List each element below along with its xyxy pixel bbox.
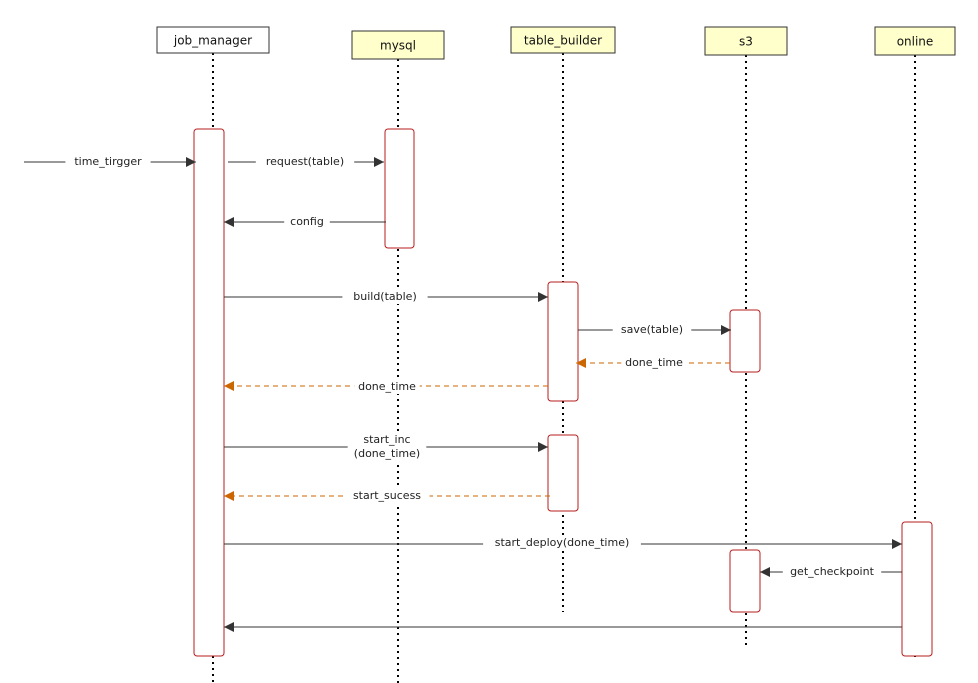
- message-label: done_time: [358, 380, 416, 393]
- participant-label: job_manager: [173, 34, 252, 48]
- message-arrow: config: [224, 215, 386, 229]
- activation-box: [384, 128, 415, 249]
- message-label-background: [354, 380, 420, 394]
- message-label: get_checkpoint: [790, 565, 875, 578]
- message-label-line: start_inc: [363, 433, 410, 446]
- message-label: request(table): [266, 155, 344, 168]
- message-label: config: [290, 215, 324, 228]
- message-label-background: [347, 433, 427, 461]
- participant-mysql: mysql: [351, 30, 445, 60]
- participant-box: [156, 26, 270, 54]
- participant-table-builder: table_builder: [510, 26, 616, 54]
- participant-box: [874, 26, 956, 56]
- message-label: done_time: [625, 356, 683, 369]
- message-label-background: [782, 565, 882, 579]
- message-arrow: done_time: [224, 380, 548, 394]
- activation-box: [547, 434, 579, 512]
- activation-box: [729, 309, 761, 373]
- participant-box: [351, 30, 445, 60]
- message-label-background: [342, 290, 428, 304]
- message-arrow: get_checkpoint: [760, 565, 902, 579]
- message-label: start_deploy(done_time): [495, 536, 630, 549]
- message-arrow: done_time: [576, 356, 730, 370]
- message-label: start_sucess: [353, 489, 421, 502]
- message-label: build(table): [353, 290, 417, 303]
- participant-label: s3: [739, 35, 753, 49]
- message-arrow: start_deploy(done_time): [224, 536, 902, 550]
- participant-job-manager: job_manager: [156, 26, 270, 54]
- participant-s3: s3: [704, 26, 788, 56]
- message-label-background: [344, 489, 430, 503]
- message-label-background: [284, 215, 330, 229]
- message-arrow: start_inc(done_time): [224, 433, 548, 461]
- participant-online: online: [874, 26, 956, 56]
- participant-label: table_builder: [524, 34, 602, 48]
- message-label-background: [612, 323, 692, 337]
- message-arrow: time_tirgger: [24, 155, 196, 169]
- activation-box: [729, 549, 761, 613]
- participant-box: [510, 26, 616, 54]
- participant-label: online: [897, 35, 934, 49]
- message-label: start_inc(done_time): [354, 433, 420, 460]
- message-label-background: [621, 356, 687, 370]
- message-label: time_tirgger: [74, 155, 142, 168]
- message-arrow: start_sucess: [224, 489, 550, 503]
- activation-box: [547, 281, 579, 402]
- message-arrow: request(table): [228, 155, 384, 169]
- participant-label: mysql: [380, 39, 416, 53]
- message-label-background: [483, 536, 641, 550]
- message-arrow: build(table): [224, 290, 548, 304]
- activation-box: [901, 521, 933, 657]
- message-label-line: (done_time): [354, 447, 420, 460]
- message-label: save(table): [621, 323, 683, 336]
- activation-box: [193, 128, 225, 657]
- participant-box: [704, 26, 788, 56]
- message-label-background: [255, 155, 355, 169]
- message-arrow: save(table): [578, 323, 731, 337]
- message-label-background: [65, 155, 151, 169]
